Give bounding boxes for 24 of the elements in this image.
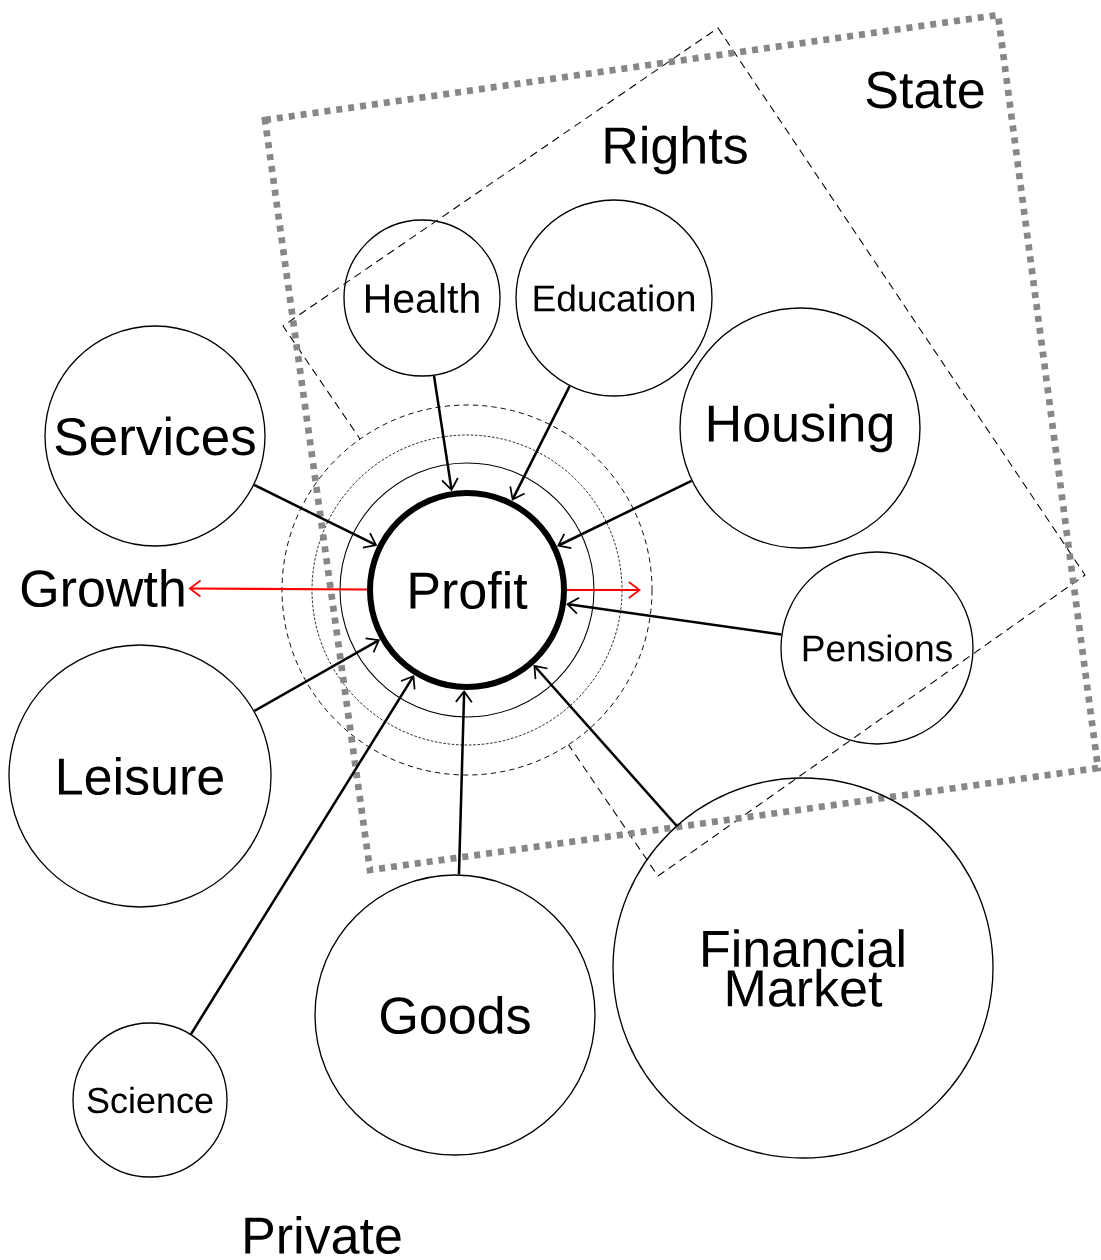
arrow — [432, 375, 459, 492]
arrow — [188, 579, 367, 598]
circle-node: Health — [343, 219, 501, 377]
arrow — [533, 664, 678, 827]
arrow — [566, 596, 782, 636]
circle-node: Pensions — [780, 551, 974, 745]
circle-node: Education — [515, 199, 713, 397]
circle-node: Goods — [314, 874, 596, 1156]
arrow — [567, 581, 641, 599]
circle-node: Services — [44, 325, 266, 547]
circle-node: Profit — [367, 490, 567, 690]
arrow — [509, 385, 571, 501]
circle-node: Leisure — [8, 644, 272, 908]
arrow — [556, 479, 693, 550]
arrow — [189, 674, 416, 1035]
text-label: State — [866, 71, 984, 109]
text-label: Growth — [21, 568, 184, 608]
text-label: Rights — [605, 125, 747, 175]
arrow — [455, 689, 473, 875]
arrow — [253, 483, 378, 549]
text-label: Private — [245, 1215, 401, 1255]
arrow — [253, 637, 381, 712]
circle-node: Financial Market — [612, 777, 994, 1159]
circle-node: Science — [72, 1022, 228, 1178]
